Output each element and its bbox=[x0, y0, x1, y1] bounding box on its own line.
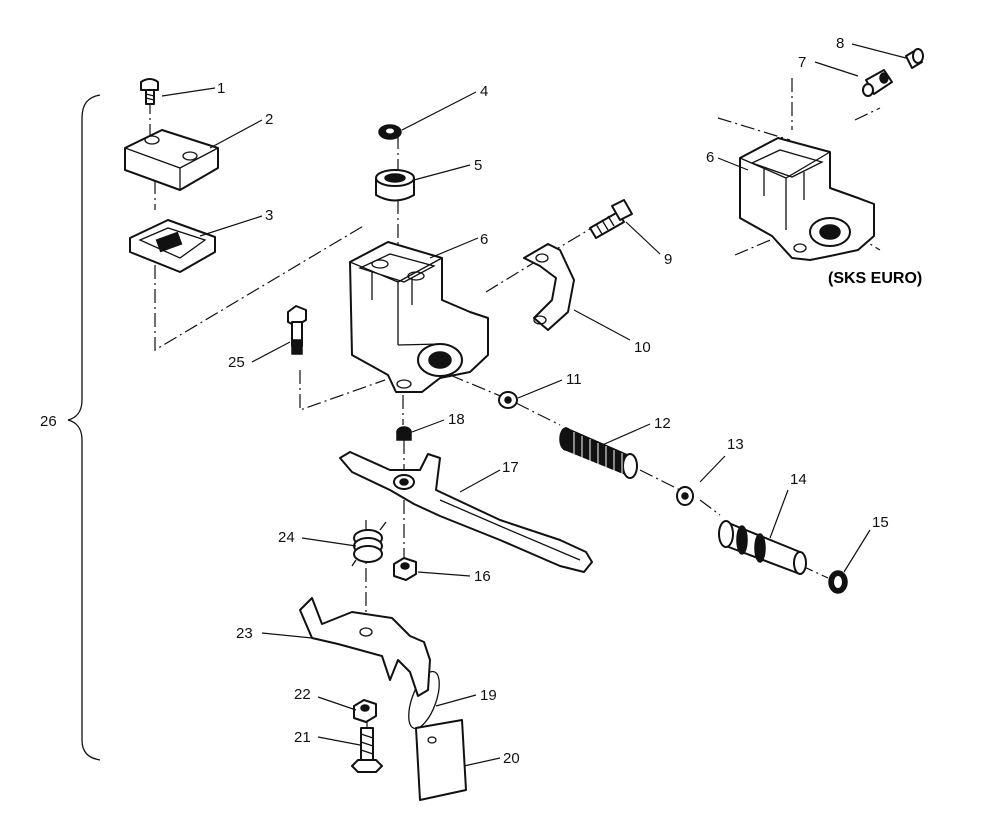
callout-5: 5 bbox=[474, 157, 482, 174]
part-17-lever bbox=[339, 451, 593, 573]
part-14-piston bbox=[718, 520, 807, 575]
callout-21: 21 bbox=[294, 729, 311, 746]
part-2-cover bbox=[124, 129, 219, 191]
callout-14: 14 bbox=[790, 471, 807, 488]
callout-26: 26 bbox=[40, 413, 57, 430]
part-21-bolt bbox=[351, 727, 383, 773]
part-11-washer bbox=[498, 391, 518, 409]
part-6-inset-master-cylinder bbox=[739, 137, 875, 261]
callout-12: 12 bbox=[654, 415, 671, 432]
part-8-switch bbox=[905, 48, 924, 69]
callout-18: 18 bbox=[448, 411, 465, 428]
callout-10: 10 bbox=[634, 339, 651, 356]
callout-20: 20 bbox=[503, 750, 520, 767]
inset-label: (SKS EURO) bbox=[828, 270, 922, 287]
part-4-washer bbox=[378, 124, 402, 140]
part-12-spring bbox=[559, 426, 638, 479]
callout-23: 23 bbox=[236, 625, 253, 642]
callout-22: 22 bbox=[294, 686, 311, 703]
callout-19: 19 bbox=[480, 687, 497, 704]
callout-8: 8 bbox=[836, 35, 844, 52]
part-15-seal bbox=[828, 570, 848, 594]
part-24-spring bbox=[351, 521, 387, 567]
assembly-brace bbox=[67, 94, 101, 761]
callout-6-inset: 6 bbox=[706, 149, 714, 166]
part-13-washer bbox=[676, 486, 694, 506]
part-1-screw bbox=[140, 78, 159, 105]
callout-3: 3 bbox=[265, 207, 273, 224]
part-6-master-cylinder bbox=[349, 241, 489, 393]
part-10-clamp bbox=[523, 243, 575, 331]
part-20-tag bbox=[415, 719, 467, 801]
callout-13: 13 bbox=[727, 436, 744, 453]
callout-11: 11 bbox=[566, 371, 582, 388]
callout-1: 1 bbox=[217, 80, 225, 97]
callout-9: 9 bbox=[664, 251, 672, 268]
callout-17: 17 bbox=[502, 459, 519, 476]
part-3-diaphragm bbox=[129, 219, 216, 273]
callout-4: 4 bbox=[480, 83, 488, 100]
part-19-ring bbox=[408, 670, 440, 730]
part-22-nut bbox=[353, 699, 377, 723]
part-7-adapter bbox=[862, 69, 893, 97]
callout-15: 15 bbox=[872, 514, 889, 531]
callout-25: 25 bbox=[228, 354, 245, 371]
part-9-bolt bbox=[589, 199, 633, 239]
part-18-setscrew bbox=[396, 426, 412, 441]
leader-lines bbox=[161, 43, 907, 767]
callout-6: 6 bbox=[480, 231, 488, 248]
callout-24: 24 bbox=[278, 529, 295, 546]
part-23-bracket bbox=[299, 597, 431, 697]
callout-7: 7 bbox=[798, 54, 806, 71]
part-25-pivot-bolt bbox=[287, 305, 307, 355]
part-16-nut bbox=[393, 557, 417, 581]
part-5-bushing bbox=[375, 169, 415, 202]
callout-2: 2 bbox=[265, 111, 273, 128]
callout-16: 16 bbox=[474, 568, 491, 585]
